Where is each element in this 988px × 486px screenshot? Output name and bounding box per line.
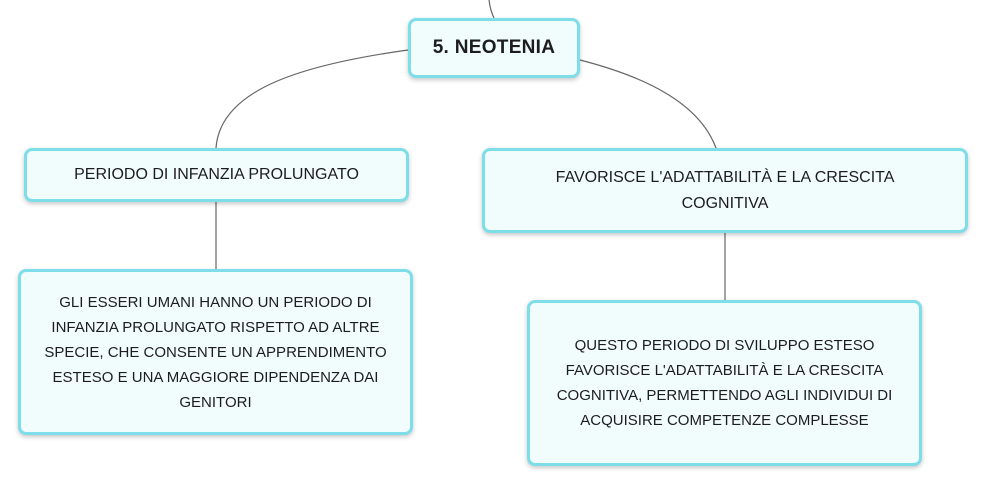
branch-node-adattabilita[interactable]: FAVORISCE L'ADATTABILITÀ E LA CRESCITA C… [482,148,968,233]
branch-node-infanzia[interactable]: PERIODO DI INFANZIA PROLUNGATO [24,148,409,202]
detail-text-adattabilita: QUESTO PERIODO DI SVILUPPO ESTESO FAVORI… [556,337,893,429]
connector-parent-to-root [488,0,495,19]
detail-node-infanzia[interactable]: GLI ESSERI UMANI HANNO UN PERIODO DI INF… [18,269,413,435]
connector-root-to-right [579,59,717,149]
branch-label-adattabilita: FAVORISCE L'ADATTABILITÀ E LA CRESCITA C… [555,168,895,212]
detail-text-infanzia: GLI ESSERI UMANI HANNO UN PERIODO DI INF… [44,293,387,411]
branch-label-infanzia: PERIODO DI INFANZIA PROLUNGATO [74,166,359,183]
root-topic-label: 5. NEOTENIA [432,37,556,58]
detail-node-adattabilita[interactable]: QUESTO PERIODO DI SVILUPPO ESTESO FAVORI… [527,300,922,466]
root-topic-node[interactable]: 5. NEOTENIA [408,18,580,78]
connector-root-to-left [215,49,409,149]
